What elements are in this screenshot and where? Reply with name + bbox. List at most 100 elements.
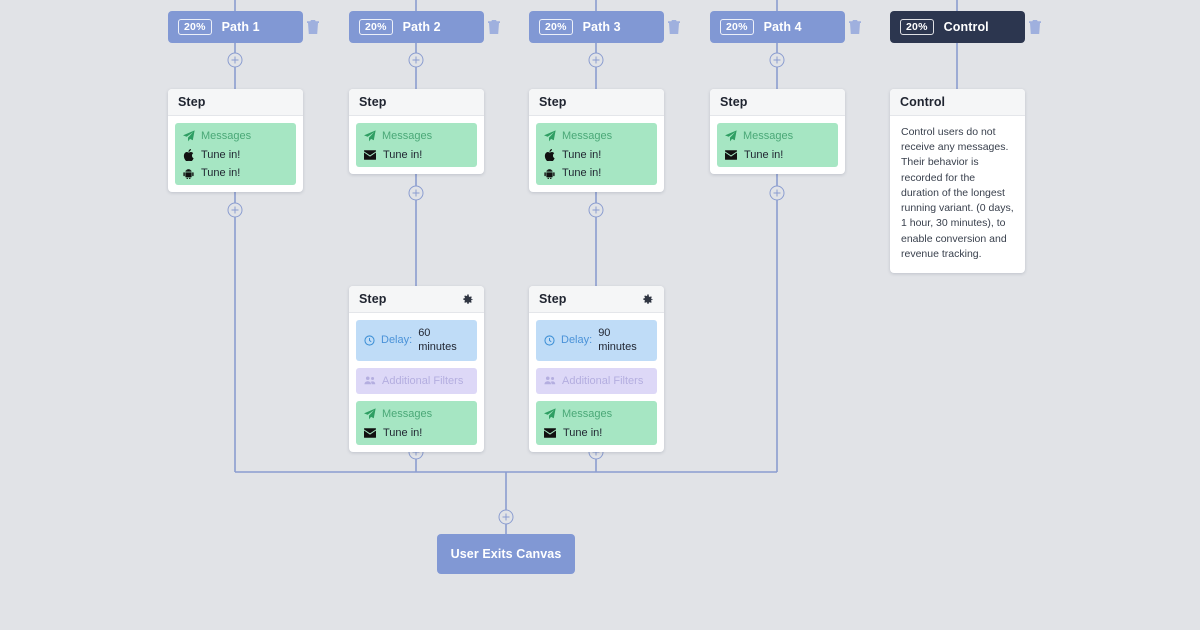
- messages-block[interactable]: Messages Tune in!: [356, 123, 477, 168]
- step-card-body: Messages Tune in!: [710, 116, 845, 174]
- step-card-header: Step: [168, 89, 303, 116]
- users-icon: [544, 375, 556, 386]
- trash-icon[interactable]: [667, 19, 681, 35]
- messages-block[interactable]: Messages Tune in!: [536, 400, 657, 446]
- add-step-icon[interactable]: [227, 52, 243, 68]
- variant-name: Path 4: [763, 20, 802, 34]
- variant-percent: 20%: [178, 18, 212, 36]
- trash-icon[interactable]: [487, 19, 501, 35]
- message-item[interactable]: Tune in!: [183, 149, 288, 162]
- step-card-title: Step: [720, 95, 748, 109]
- variant-name: Path 3: [582, 20, 621, 34]
- user-exits-canvas-node[interactable]: User Exits Canvas: [437, 534, 575, 574]
- filters-label: Additional Filters: [382, 374, 464, 387]
- message-item[interactable]: Tune in!: [544, 427, 649, 439]
- step-card-body: Messages Tune in!: [349, 116, 484, 174]
- add-step-icon[interactable]: [227, 202, 243, 218]
- messages-block[interactable]: Messages Tune in!: [356, 400, 477, 446]
- message-item[interactable]: Tune in!: [183, 167, 288, 179]
- gear-icon[interactable]: [642, 293, 654, 305]
- step-card-path3-delay[interactable]: Step Delay: 90 minutes: [529, 286, 664, 453]
- message-item[interactable]: Tune in!: [544, 149, 649, 162]
- step-card-header: Step: [529, 89, 664, 116]
- message-name: Tune in!: [744, 149, 784, 162]
- variant-name: Control: [943, 20, 989, 34]
- add-step-icon[interactable]: [588, 52, 604, 68]
- apple-icon: [183, 149, 194, 162]
- control-card-title: Control: [900, 95, 946, 109]
- apple-icon: [544, 149, 555, 162]
- step-card-header: Step: [349, 89, 484, 116]
- messages-label: Messages: [201, 130, 252, 142]
- step-card-path2-delay[interactable]: Step Delay: 60 minutes: [349, 286, 484, 453]
- android-icon: [544, 168, 555, 179]
- step-card-path3[interactable]: Step Messages Tune in!: [529, 89, 664, 193]
- messages-block[interactable]: Messages Tune in! Tune in!: [175, 123, 296, 186]
- variant-name: Path 2: [402, 20, 441, 34]
- variant-percent: 20%: [900, 18, 934, 36]
- clock-icon: [544, 335, 555, 346]
- message-item[interactable]: Tune in!: [725, 149, 830, 161]
- step-card-title: Step: [539, 95, 567, 109]
- messages-block[interactable]: Messages Tune in!: [717, 123, 838, 168]
- exit-node-label: User Exits Canvas: [450, 547, 562, 561]
- step-card-body: Messages Tune in! Tune in!: [168, 116, 303, 192]
- messages-label: Messages: [382, 407, 433, 420]
- paper-plane-icon: [725, 130, 737, 142]
- variant-percent: 20%: [539, 18, 573, 36]
- paper-plane-icon: [544, 130, 556, 142]
- messages-block[interactable]: Messages Tune in! Tune in!: [536, 123, 657, 186]
- control-description: Control users do not receive any message…: [901, 126, 1014, 260]
- add-step-icon[interactable]: [769, 52, 785, 68]
- message-item[interactable]: Tune in!: [364, 427, 469, 439]
- message-item[interactable]: Tune in!: [544, 167, 649, 179]
- delay-label: Delay:: [381, 334, 413, 347]
- message-name: Tune in!: [201, 149, 241, 162]
- variant-pill-path3[interactable]: 20% Path 3: [529, 11, 664, 43]
- variant-pill-path1[interactable]: 20% Path 1: [168, 11, 303, 43]
- delay-block[interactable]: Delay: 60 minutes: [356, 320, 477, 361]
- clock-icon: [364, 335, 375, 346]
- add-step-icon[interactable]: [588, 202, 604, 218]
- control-card[interactable]: Control Control users do not receive any…: [890, 89, 1025, 273]
- add-step-icon[interactable]: [408, 185, 424, 201]
- step-card-body: Delay: 60 minutes Additional Filters: [349, 313, 484, 452]
- email-icon: [725, 150, 737, 161]
- trash-icon[interactable]: [1028, 19, 1042, 35]
- variant-percent: 20%: [720, 18, 754, 36]
- messages-label: Messages: [382, 130, 433, 142]
- variant-percent: 20%: [359, 18, 393, 36]
- filters-block[interactable]: Additional Filters: [356, 367, 477, 394]
- trash-icon[interactable]: [848, 19, 862, 35]
- variant-pill-control[interactable]: 20% Control: [890, 11, 1025, 43]
- message-name: Tune in!: [383, 427, 423, 440]
- filters-block[interactable]: Additional Filters: [536, 367, 657, 394]
- add-step-icon[interactable]: [769, 185, 785, 201]
- step-card-path2[interactable]: Step Messages Tune in!: [349, 89, 484, 175]
- paper-plane-icon: [364, 408, 376, 420]
- messages-label: Messages: [743, 130, 794, 142]
- step-card-path4[interactable]: Step Messages Tune in!: [710, 89, 845, 175]
- add-step-icon[interactable]: [408, 52, 424, 68]
- message-name: Tune in!: [562, 167, 602, 180]
- step-card-header: Step: [349, 286, 484, 313]
- add-step-icon[interactable]: [498, 509, 514, 525]
- delay-block[interactable]: Delay: 90 minutes: [536, 320, 657, 361]
- message-name: Tune in!: [563, 427, 603, 440]
- step-card-title: Step: [178, 95, 206, 109]
- step-card-path1[interactable]: Step Messages Tune in!: [168, 89, 303, 193]
- variant-pill-path4[interactable]: 20% Path 4: [710, 11, 845, 43]
- users-icon: [364, 375, 376, 386]
- gear-icon[interactable]: [462, 293, 474, 305]
- delay-label: Delay:: [561, 334, 593, 347]
- variant-pill-path2[interactable]: 20% Path 2: [349, 11, 484, 43]
- paper-plane-icon: [364, 130, 376, 142]
- message-name: Tune in!: [562, 149, 602, 162]
- email-icon: [364, 428, 376, 438]
- step-card-body: Delay: 90 minutes Additional Filters: [529, 313, 664, 452]
- step-card-title: Step: [359, 292, 387, 306]
- messages-label: Messages: [562, 130, 613, 142]
- trash-icon[interactable]: [306, 19, 320, 35]
- message-item[interactable]: Tune in!: [364, 149, 469, 161]
